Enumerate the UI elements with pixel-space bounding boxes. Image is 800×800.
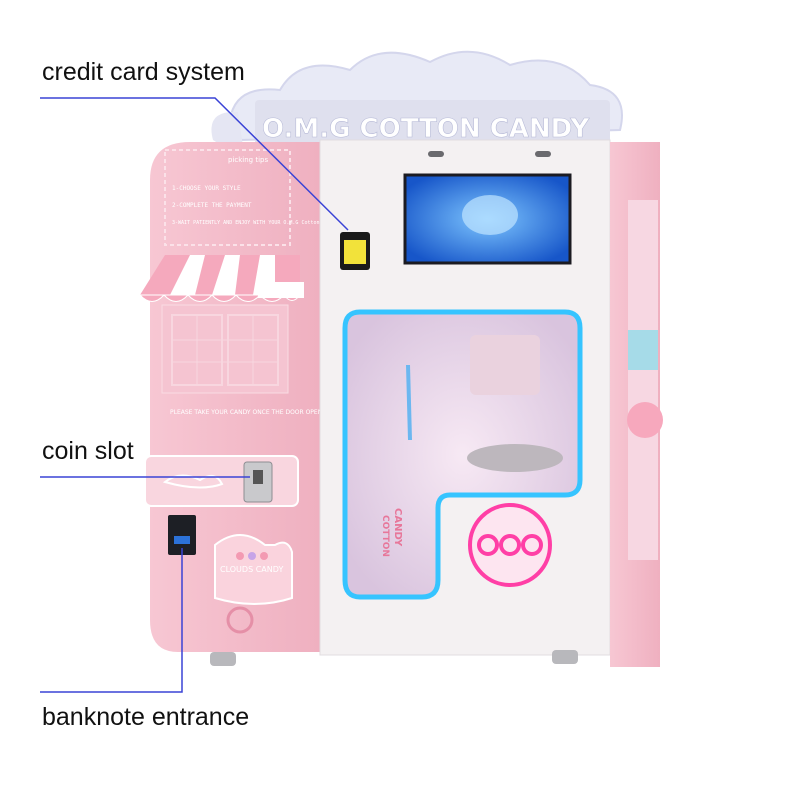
sign-text: O.M.G COTTON CANDY <box>262 114 590 144</box>
spinning-bowl <box>467 444 563 472</box>
callout-line-credit-card <box>40 97 349 231</box>
wheel <box>552 650 578 664</box>
candy-stick <box>406 364 412 441</box>
cart-illustration: CLOUDS CANDY <box>214 534 293 634</box>
side-logo-top: CANDY <box>392 508 403 547</box>
svg-text:CLOUDS CANDY: CLOUDS CANDY <box>220 565 283 574</box>
notice-text: PLEASE TAKE YOUR CANDY ONCE THE DOOR OPE… <box>170 409 398 416</box>
credit-card-reader[interactable] <box>340 232 370 270</box>
svg-text:picking tips: picking tips <box>228 156 268 164</box>
speaker-grille-left <box>428 151 444 157</box>
step-1: 1-CHOOSE YOUR STYLE <box>172 185 241 192</box>
wheel <box>210 652 236 666</box>
banknote-acceptor[interactable] <box>168 515 196 555</box>
striped-awning <box>138 255 304 302</box>
shop-window <box>161 304 289 394</box>
speaker-grille-right <box>535 151 551 157</box>
sign-board <box>255 100 610 145</box>
robot-arm-mount <box>470 335 540 395</box>
instruction-board: picking tips 1-CHOOSE YOUR STYLE 2-COMPL… <box>164 149 338 246</box>
callout-credit-card: credit card system <box>42 58 245 86</box>
coin-slot-panel <box>144 455 299 507</box>
callout-coin-slot: coin slot <box>42 437 134 465</box>
side-logo-bottom: COTTON <box>380 515 390 557</box>
callout-line-banknote <box>40 548 183 693</box>
neon-logo <box>468 503 552 587</box>
step-2: 2-COMPLETE THE PAYMENT <box>172 202 252 209</box>
step-3: 3-WAIT PATIENTLY AND ENJOY WITH YOUR O.M… <box>172 220 338 226</box>
right-side-panel <box>610 142 663 667</box>
callout-banknote-entrance: banknote entrance <box>42 703 250 731</box>
